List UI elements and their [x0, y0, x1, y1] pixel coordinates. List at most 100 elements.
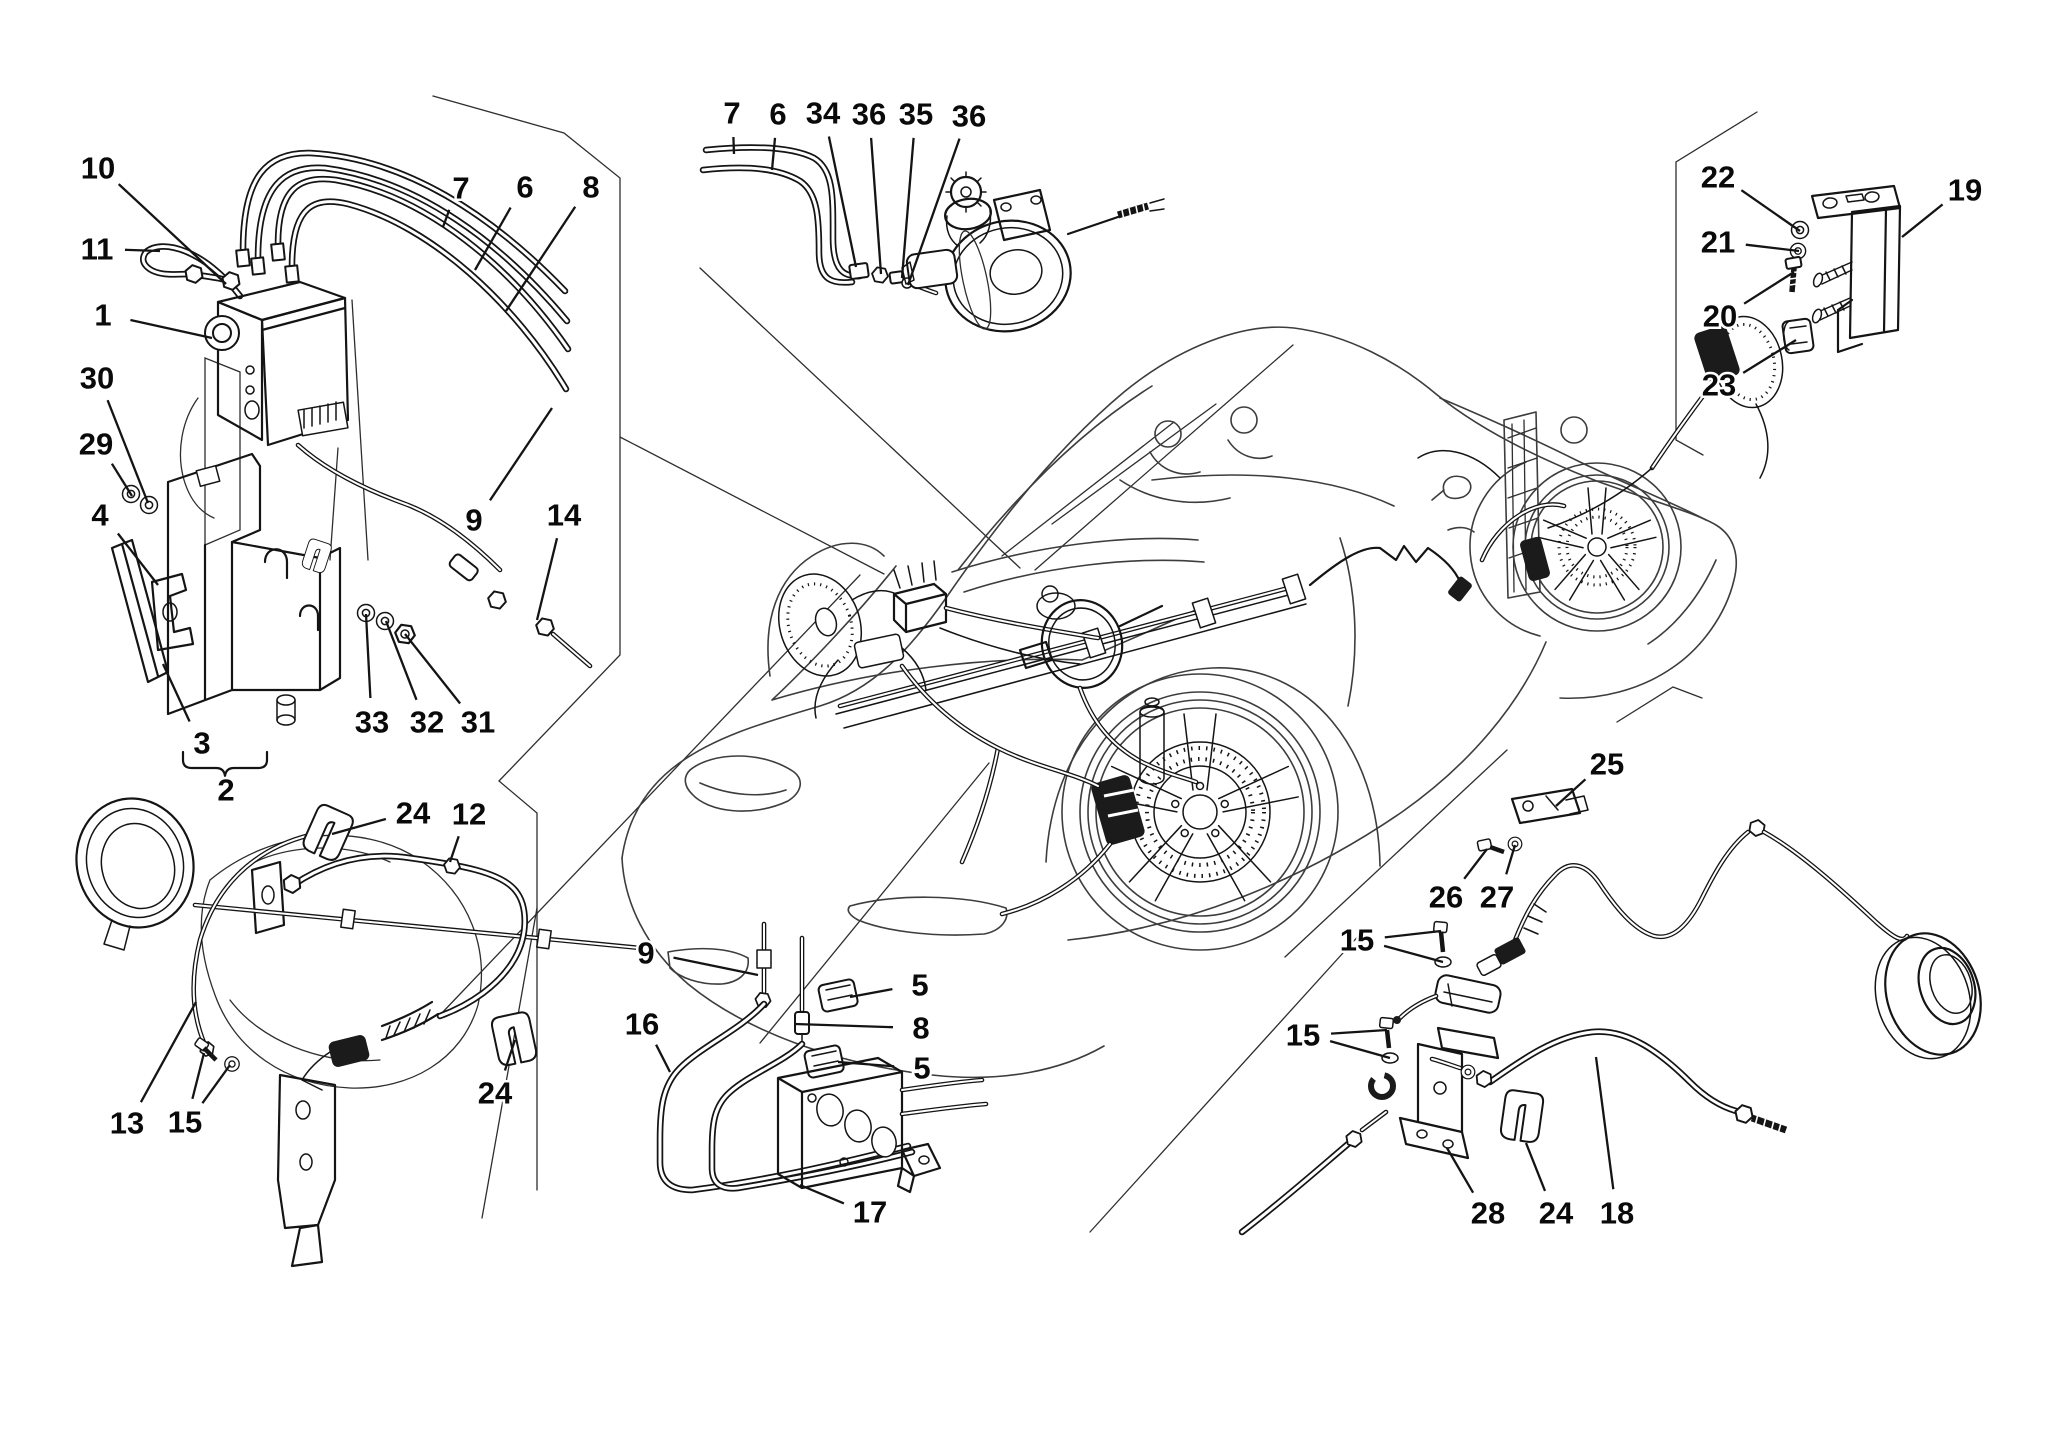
callout-24-27: 24 [331, 793, 433, 836]
callout-19-26: 19 [1901, 170, 1985, 238]
part-number-label: 12 [452, 797, 486, 832]
callout-36-19: 36 [849, 94, 889, 275]
part-number-label: 21 [1701, 225, 1735, 260]
leader-line [117, 183, 227, 285]
rear-brake-lines-group [1238, 787, 1982, 1236]
leader-line [837, 1060, 895, 1068]
leader-line [1594, 1056, 1615, 1190]
part-number-label: 13 [110, 1106, 144, 1141]
callout-28-43: 28 [1446, 1147, 1508, 1233]
callout-8-8: 8 [505, 167, 602, 312]
part-number-label: 7 [723, 96, 740, 131]
callout-17-37: 17 [799, 1183, 890, 1232]
part-number-label: 24 [478, 1076, 513, 1111]
part-number-label: 2 [217, 773, 234, 808]
pipe-outline [999, 841, 1113, 917]
leader-line [505, 206, 577, 312]
leader-line [139, 1001, 198, 1103]
callout-8-35: 8 [794, 1008, 932, 1048]
leader-line [827, 136, 858, 268]
pipe-outline [191, 832, 313, 1048]
part-number-label: 35 [899, 97, 933, 132]
leader-line [201, 1064, 231, 1104]
leader-line [130, 318, 213, 340]
part-number-label: 17 [853, 1195, 887, 1230]
part-number-label: 5 [913, 1051, 930, 1086]
section-dividers [432, 95, 1758, 1233]
callout-31-13: 31 [404, 633, 498, 742]
leader-line [110, 463, 133, 497]
leader-line [161, 663, 191, 722]
callout-34-18: 34 [803, 93, 858, 268]
leader-line [1555, 778, 1587, 807]
part-number-label: 1 [94, 298, 111, 333]
part-number-label: 7 [452, 171, 469, 206]
part-number-label: 4 [91, 498, 109, 533]
part-number-label: 29 [79, 427, 113, 462]
leader-line [448, 835, 460, 863]
part-number-label: 6 [516, 170, 533, 205]
part-number-label: 23 [1702, 368, 1736, 403]
leader-line [1745, 243, 1800, 253]
abs-bracket-assembly [110, 452, 418, 778]
front-brake-lines-group [75, 797, 643, 1268]
leader-line [331, 817, 387, 836]
leader-line [106, 399, 150, 504]
part-number-label: 5 [911, 968, 928, 1003]
leader-line [503, 1039, 517, 1071]
part-number-label: 10 [81, 151, 115, 186]
part-number-label: 15 [1286, 1018, 1320, 1053]
leader-line [1743, 271, 1795, 305]
leader-line [1524, 1142, 1547, 1192]
callout-6-17: 6 [767, 94, 789, 171]
callout-27-40: 27 [1477, 844, 1517, 917]
leader-line [489, 407, 553, 501]
leader-line [1742, 339, 1797, 374]
part-number-label: 33 [355, 705, 389, 740]
leader-line [900, 137, 915, 279]
leader-line [116, 532, 159, 586]
callout-12-28: 12 [448, 794, 489, 863]
callout-1-2: 1 [92, 295, 213, 340]
leader-line [1740, 189, 1801, 232]
leader-line [1446, 1147, 1475, 1194]
group-brace [181, 750, 269, 778]
part-number-label: 22 [1701, 160, 1735, 195]
callout-5-36: 5 [837, 1048, 933, 1088]
callout-32-12: 32 [384, 620, 447, 742]
part-number-label: 9 [465, 503, 482, 538]
pipe-outline [1509, 829, 1751, 951]
brake-booster-group [699, 144, 1165, 333]
leader-line [673, 956, 759, 977]
callout-24-44: 24 [1524, 1142, 1576, 1233]
part-number-label: 18 [1600, 1196, 1634, 1231]
callout-7-6: 7 [441, 168, 472, 228]
callout-25-38: 25 [1555, 744, 1627, 807]
part-number-label: 11 [81, 232, 114, 267]
callout-23-25: 23 [1699, 339, 1797, 405]
callout-4-5: 4 [89, 495, 159, 586]
front-wheel [1061, 673, 1339, 951]
callout-11-1: 11 [78, 229, 161, 269]
callout-2-15: 2 [215, 770, 237, 810]
in-car-brake-overlay [767, 315, 1784, 917]
callout-9-9: 9 [463, 407, 553, 540]
callout-30-3: 30 [77, 358, 150, 504]
part-number-label: 20 [1703, 299, 1737, 334]
part-number-label: 19 [1948, 173, 1982, 208]
part-number-label: 14 [547, 498, 582, 533]
leader-line [869, 137, 883, 275]
callout-33-11: 33 [352, 613, 392, 742]
callout-16-33: 16 [622, 1004, 672, 1073]
callout-36-21: 36 [906, 96, 989, 286]
leader-line [906, 138, 961, 286]
part-number-label: 15 [1340, 923, 1374, 958]
leader-line [1505, 844, 1517, 875]
callout-20-24: 20 [1700, 271, 1795, 336]
leader-line [384, 620, 418, 701]
leader-line [1330, 1028, 1388, 1035]
callout-13-29: 13 [107, 1001, 198, 1143]
leader-line [404, 633, 462, 705]
leader-line [1463, 848, 1488, 880]
part-number-label: 27 [1480, 880, 1514, 915]
